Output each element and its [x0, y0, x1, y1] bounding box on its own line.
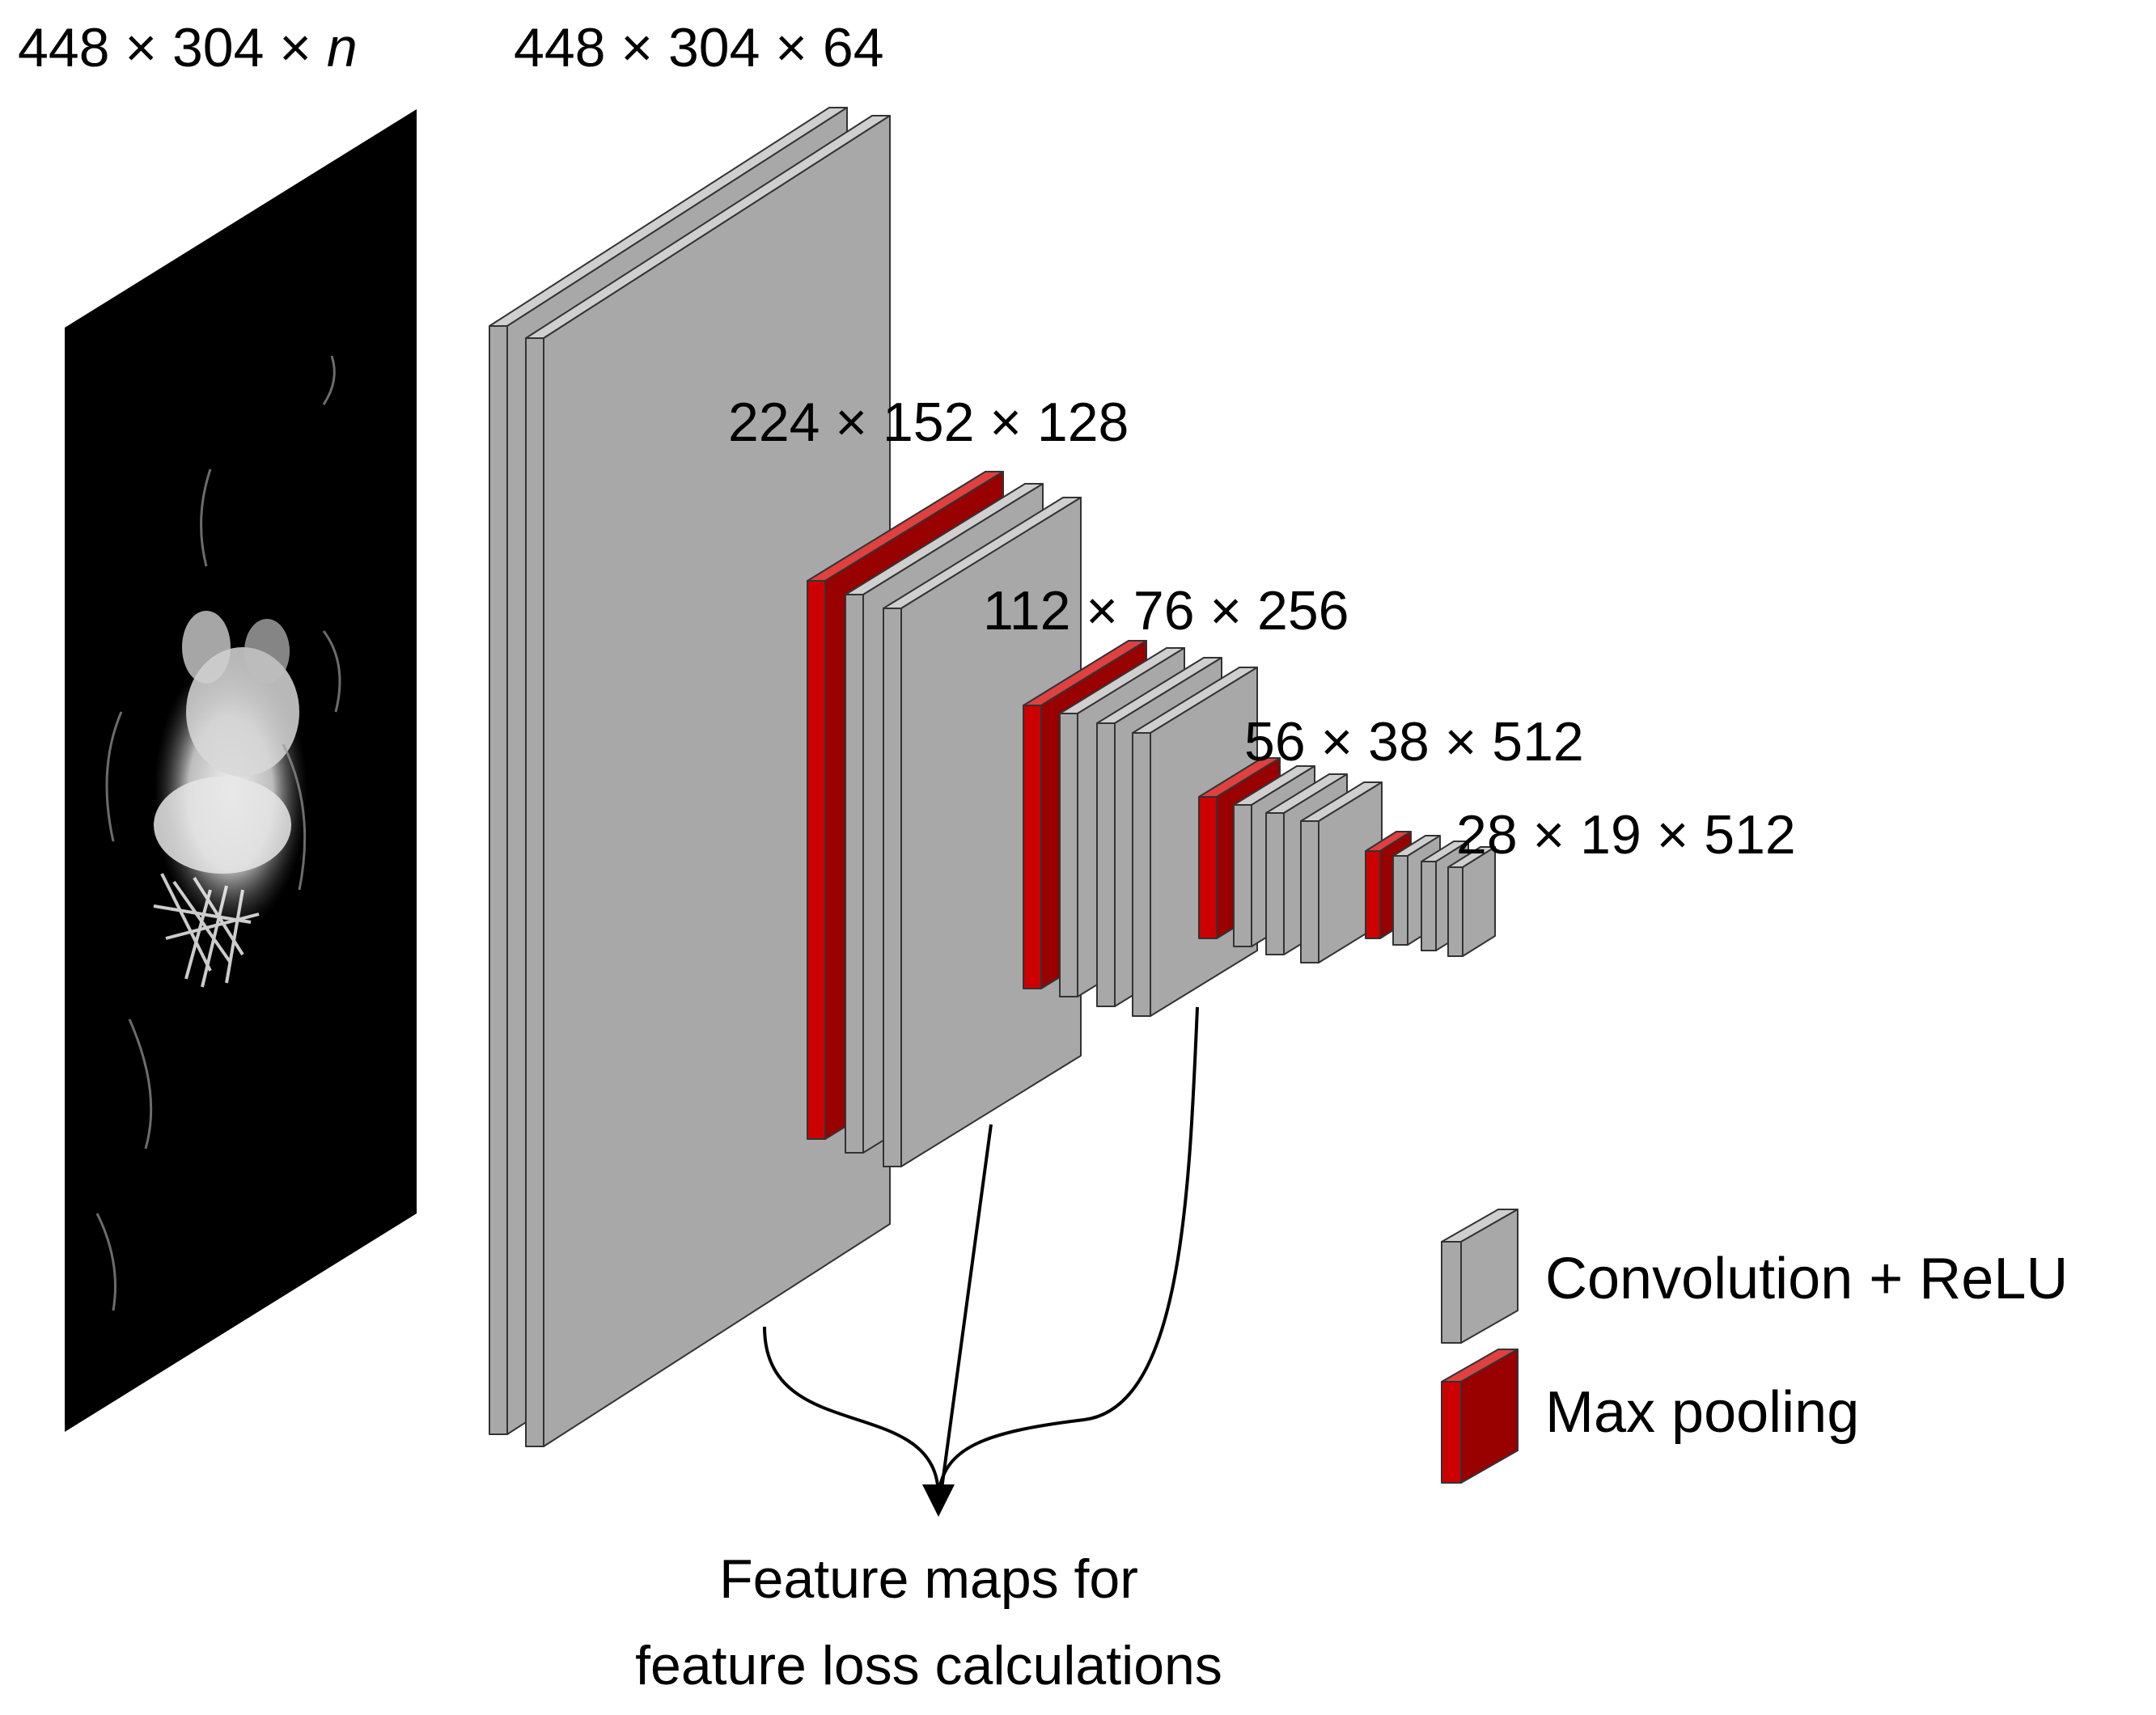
arrow-head-icon: [922, 1484, 955, 1517]
caption-line2: feature loss calculations: [635, 1635, 1222, 1696]
caption: Feature maps for feature loss calculatio…: [635, 1548, 1222, 1696]
block2-dims-label: 224 × 152 × 128: [728, 392, 1129, 453]
input-dims-variable: n: [327, 17, 358, 78]
block3-dims-label: 112 × 76 × 256: [983, 580, 1349, 642]
caption-line1: Feature maps for: [719, 1548, 1138, 1610]
legend-conv-label: Convolution + ReLU: [1545, 1247, 2068, 1311]
block5-dims-label: 28 × 19 × 512: [1456, 804, 1796, 866]
block1-conv-2: [525, 115, 891, 1447]
network-blocks: [489, 107, 1496, 1447]
input-image: [65, 109, 417, 1432]
arrow-from-block2: [938, 1124, 993, 1501]
block1-dims-label: 448 × 304 × 64: [514, 17, 884, 78]
legend-conv-swatch: [1441, 1209, 1519, 1344]
legend-pool-label: Max pooling: [1545, 1380, 1859, 1445]
input-image-content: [95, 355, 341, 1311]
arrow-from-block1: [763, 1326, 940, 1497]
legend-conv-icon: [1441, 1209, 1519, 1344]
feature-arrows: [763, 1006, 1199, 1517]
block5-conv-3: [1447, 846, 1496, 957]
block4-dims-label: 56 × 38 × 512: [1244, 711, 1584, 773]
block2-conv-2: [883, 497, 1082, 1167]
legend: Convolution + ReLU Max pooling: [1441, 1209, 2068, 1484]
legend-pool-swatch: [1441, 1349, 1519, 1484]
input-dims-label: 448 × 304 × n: [18, 17, 358, 78]
arrow-from-block3: [937, 1006, 1199, 1497]
legend-pool-icon: [1441, 1349, 1519, 1484]
input-dims-prefix: 448 × 304 ×: [18, 17, 327, 78]
